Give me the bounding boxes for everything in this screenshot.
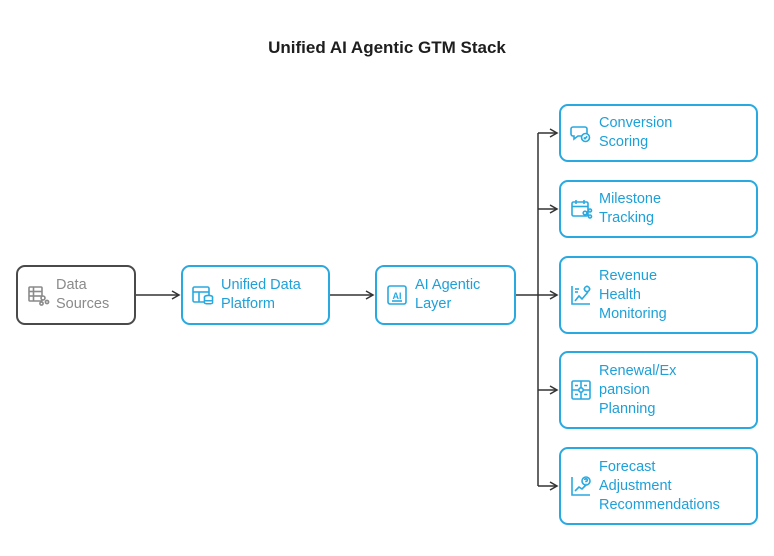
data-platform-icon bbox=[191, 283, 215, 307]
node-label: Forecast Adjustment Recommendations bbox=[599, 458, 720, 513]
node-label: Milestone Tracking bbox=[599, 191, 662, 226]
node-ai-agentic-layer: AI AI Agentic Layer bbox=[375, 265, 516, 325]
forecast-chart-icon bbox=[569, 474, 593, 498]
diagram-title: Unified AI Agentic GTM Stack bbox=[268, 38, 506, 57]
calendar-network-icon bbox=[569, 197, 593, 221]
node-label: Unified Data Platform bbox=[221, 277, 301, 312]
node-label: AI Agentic Layer bbox=[415, 277, 481, 312]
node-label: Revenue Health Monitoring bbox=[599, 267, 667, 322]
svg-text:AI: AI bbox=[393, 291, 402, 301]
node-unified-data-platform: Unified Data Platform bbox=[181, 265, 330, 325]
trend-chart-icon bbox=[569, 283, 593, 307]
node-conversion-scoring: Conversion Scoring bbox=[559, 104, 758, 162]
node-label: Conversion Scoring bbox=[599, 115, 673, 150]
node-revenue-health-monitoring: Revenue Health Monitoring bbox=[559, 256, 758, 334]
database-table-icon bbox=[26, 283, 50, 307]
node-forecast-adjustment-recommendations: Forecast Adjustment Recommendations bbox=[559, 447, 758, 525]
workflow-grid-icon bbox=[569, 378, 593, 402]
node-milestone-tracking: Milestone Tracking bbox=[559, 180, 758, 238]
node-renewal-expansion-planning: Renewal/Ex pansion Planning bbox=[559, 351, 758, 429]
node-data-sources: Data Sources bbox=[16, 265, 136, 325]
chat-check-icon bbox=[569, 121, 593, 145]
node-label: Data Sources bbox=[56, 277, 110, 312]
node-label: Renewal/Ex pansion Planning bbox=[599, 362, 677, 417]
ai-chip-icon: AI bbox=[385, 283, 409, 307]
